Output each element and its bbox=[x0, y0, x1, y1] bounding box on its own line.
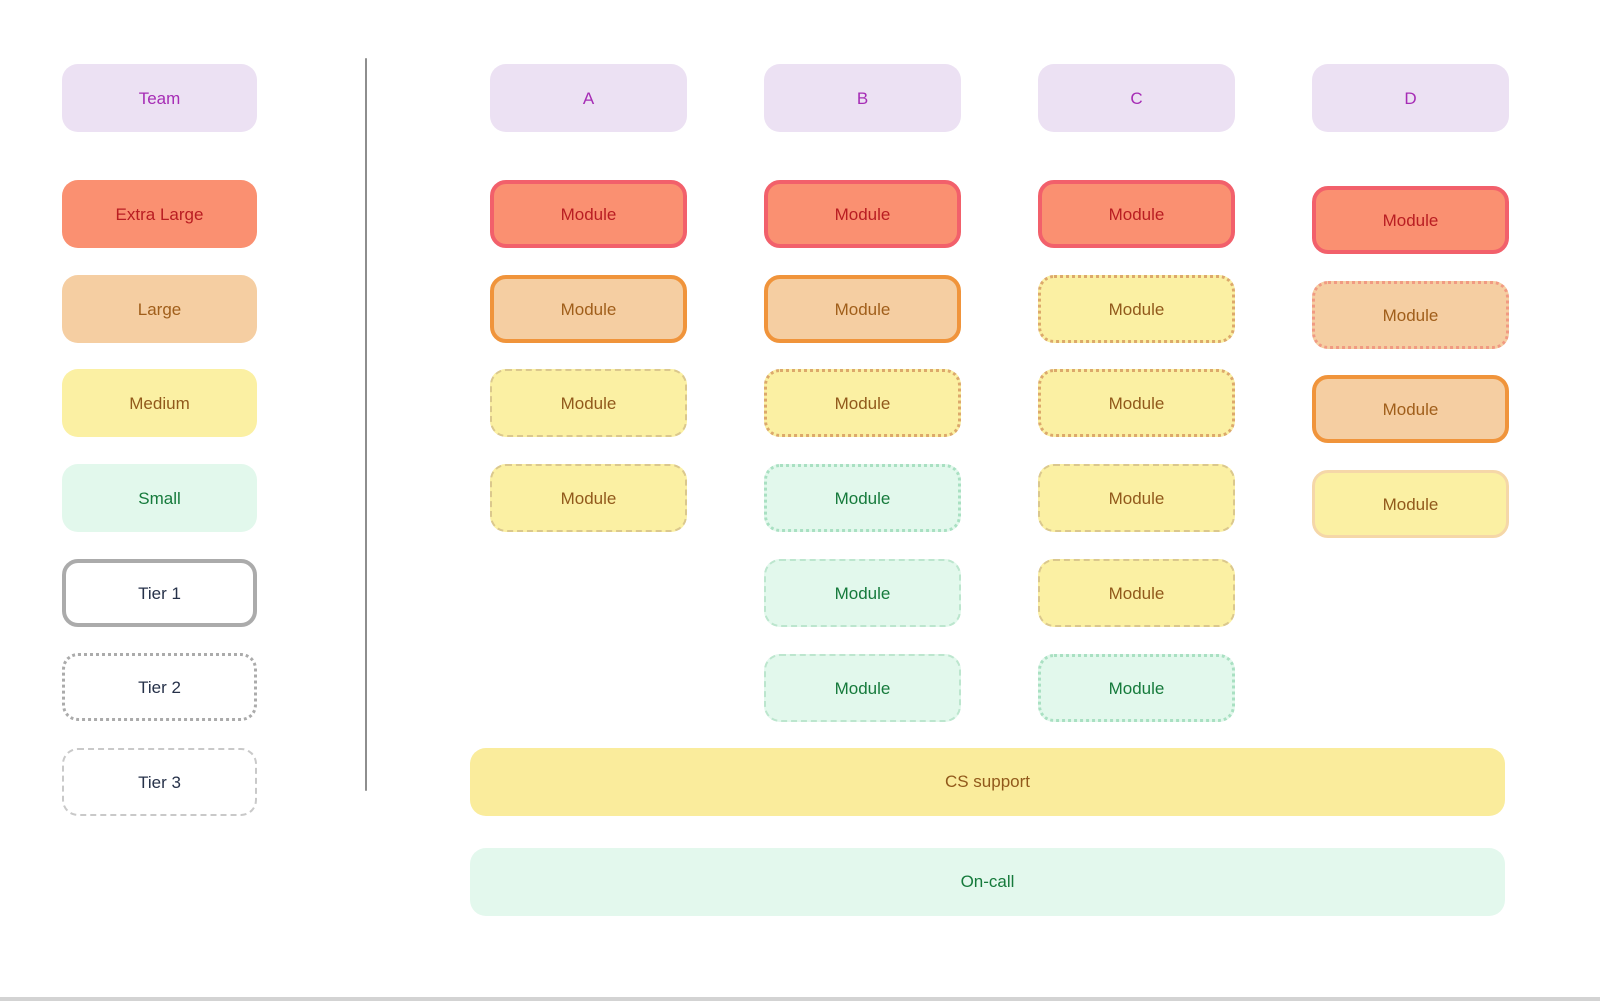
legend-item-tier-3: Tier 3 bbox=[62, 748, 257, 816]
legend-divider bbox=[365, 58, 367, 791]
module-c-5: Module bbox=[1038, 559, 1235, 627]
column-header-b: B bbox=[764, 64, 961, 132]
bottom-edge-line bbox=[0, 997, 1600, 1001]
module-b-2: Module bbox=[764, 275, 961, 343]
module-d-2: Module bbox=[1312, 281, 1509, 349]
module-d-1: Module bbox=[1312, 186, 1509, 254]
module-a-2: Module bbox=[490, 275, 687, 343]
module-c-3: Module bbox=[1038, 369, 1235, 437]
module-a-3: Module bbox=[490, 369, 687, 437]
module-a-1: Module bbox=[490, 180, 687, 248]
module-c-2: Module bbox=[1038, 275, 1235, 343]
column-header-a: A bbox=[490, 64, 687, 132]
module-b-1: Module bbox=[764, 180, 961, 248]
column-header-c: C bbox=[1038, 64, 1235, 132]
legend-item-medium: Medium bbox=[62, 369, 257, 437]
legend-item-large: Large bbox=[62, 275, 257, 343]
module-d-4: Module bbox=[1312, 470, 1509, 538]
column-header-d: D bbox=[1312, 64, 1509, 132]
legend-item-extra-large: Extra Large bbox=[62, 180, 257, 248]
module-b-3: Module bbox=[764, 369, 961, 437]
module-c-6: Module bbox=[1038, 654, 1235, 722]
legend-item-small: Small bbox=[62, 464, 257, 532]
legend-item-team: Team bbox=[62, 64, 257, 132]
module-b-5: Module bbox=[764, 559, 961, 627]
banner-cs-support: CS support bbox=[470, 748, 1505, 816]
legend-item-tier-1: Tier 1 bbox=[62, 559, 257, 627]
module-c-1: Module bbox=[1038, 180, 1235, 248]
module-b-4: Module bbox=[764, 464, 961, 532]
module-b-6: Module bbox=[764, 654, 961, 722]
module-a-4: Module bbox=[490, 464, 687, 532]
legend-item-tier-2: Tier 2 bbox=[62, 653, 257, 721]
module-c-4: Module bbox=[1038, 464, 1235, 532]
module-d-3: Module bbox=[1312, 375, 1509, 443]
banner-on-call: On-call bbox=[470, 848, 1505, 916]
